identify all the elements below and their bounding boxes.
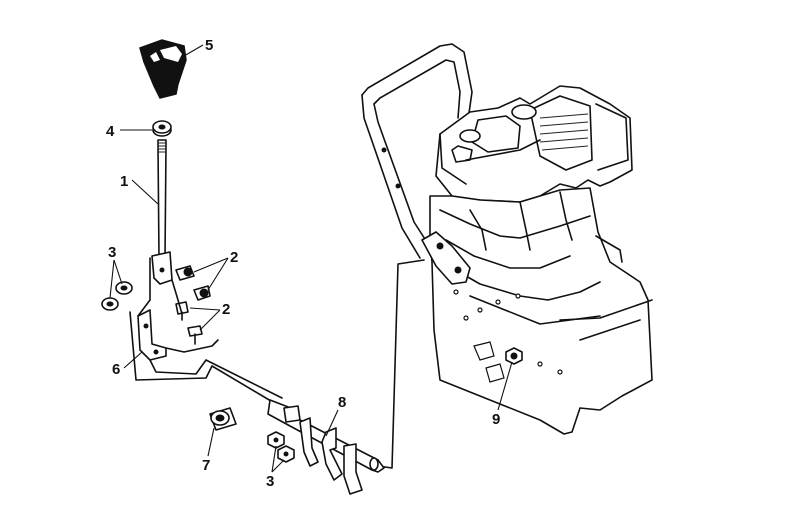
shift-rod-part-1: [151, 139, 173, 285]
callout-6: 6: [112, 361, 120, 378]
callout-7: 7: [202, 457, 210, 474]
callouts: 5 4 1 2 3 2 6 8 7 3 9: [106, 37, 513, 490]
callout-5: 5: [205, 37, 213, 54]
bushing-part-7: [209, 407, 237, 431]
callout-2-upper: 2: [230, 249, 238, 266]
callout-8: 8: [338, 394, 346, 411]
callout-3-upper: 3: [108, 244, 116, 261]
nut-part-9: [505, 347, 523, 365]
callout-2-middle: 2: [222, 301, 230, 318]
callout-3-lower: 3: [266, 473, 274, 490]
callout-1: 1: [120, 173, 128, 190]
nuts-part-3-lower: [267, 431, 295, 463]
snowblower-assembly: [361, 43, 653, 469]
nuts-part-3-upper: [101, 281, 133, 311]
callout-4: 4: [106, 123, 115, 140]
shift-lever-assembly: [101, 39, 385, 495]
shift-knob-part-5: [139, 39, 187, 99]
callout-9: 9: [492, 411, 500, 428]
bolts-part-2-upper: [175, 265, 211, 301]
jam-nut-part-4: [152, 120, 172, 137]
